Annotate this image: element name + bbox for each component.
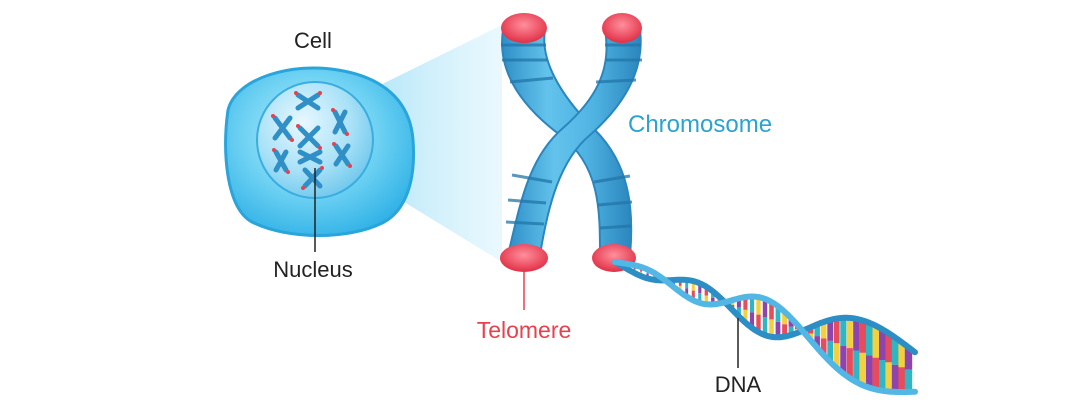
chromosome-label: Chromosome [628, 111, 772, 138]
zoom-funnel [360, 25, 502, 262]
cell [224, 66, 416, 252]
dna-strand-b [612, 259, 918, 395]
dna-label: DNA [715, 372, 762, 397]
dna-helix [612, 259, 918, 395]
nucleus-chromosomes [272, 92, 351, 189]
telomere-top-right [602, 13, 642, 43]
telomere-label: Telomere [477, 317, 572, 343]
cell-label: Cell [294, 28, 332, 53]
nucleus-label: Nucleus [273, 257, 352, 282]
dna-base-pairs [620, 263, 913, 392]
telomere-top-left [501, 13, 547, 43]
telomere-bottom-left [500, 244, 548, 272]
chromosome [500, 13, 642, 310]
chromosome-bands [501, 43, 642, 230]
nucleus-telomere-dots [271, 91, 352, 190]
